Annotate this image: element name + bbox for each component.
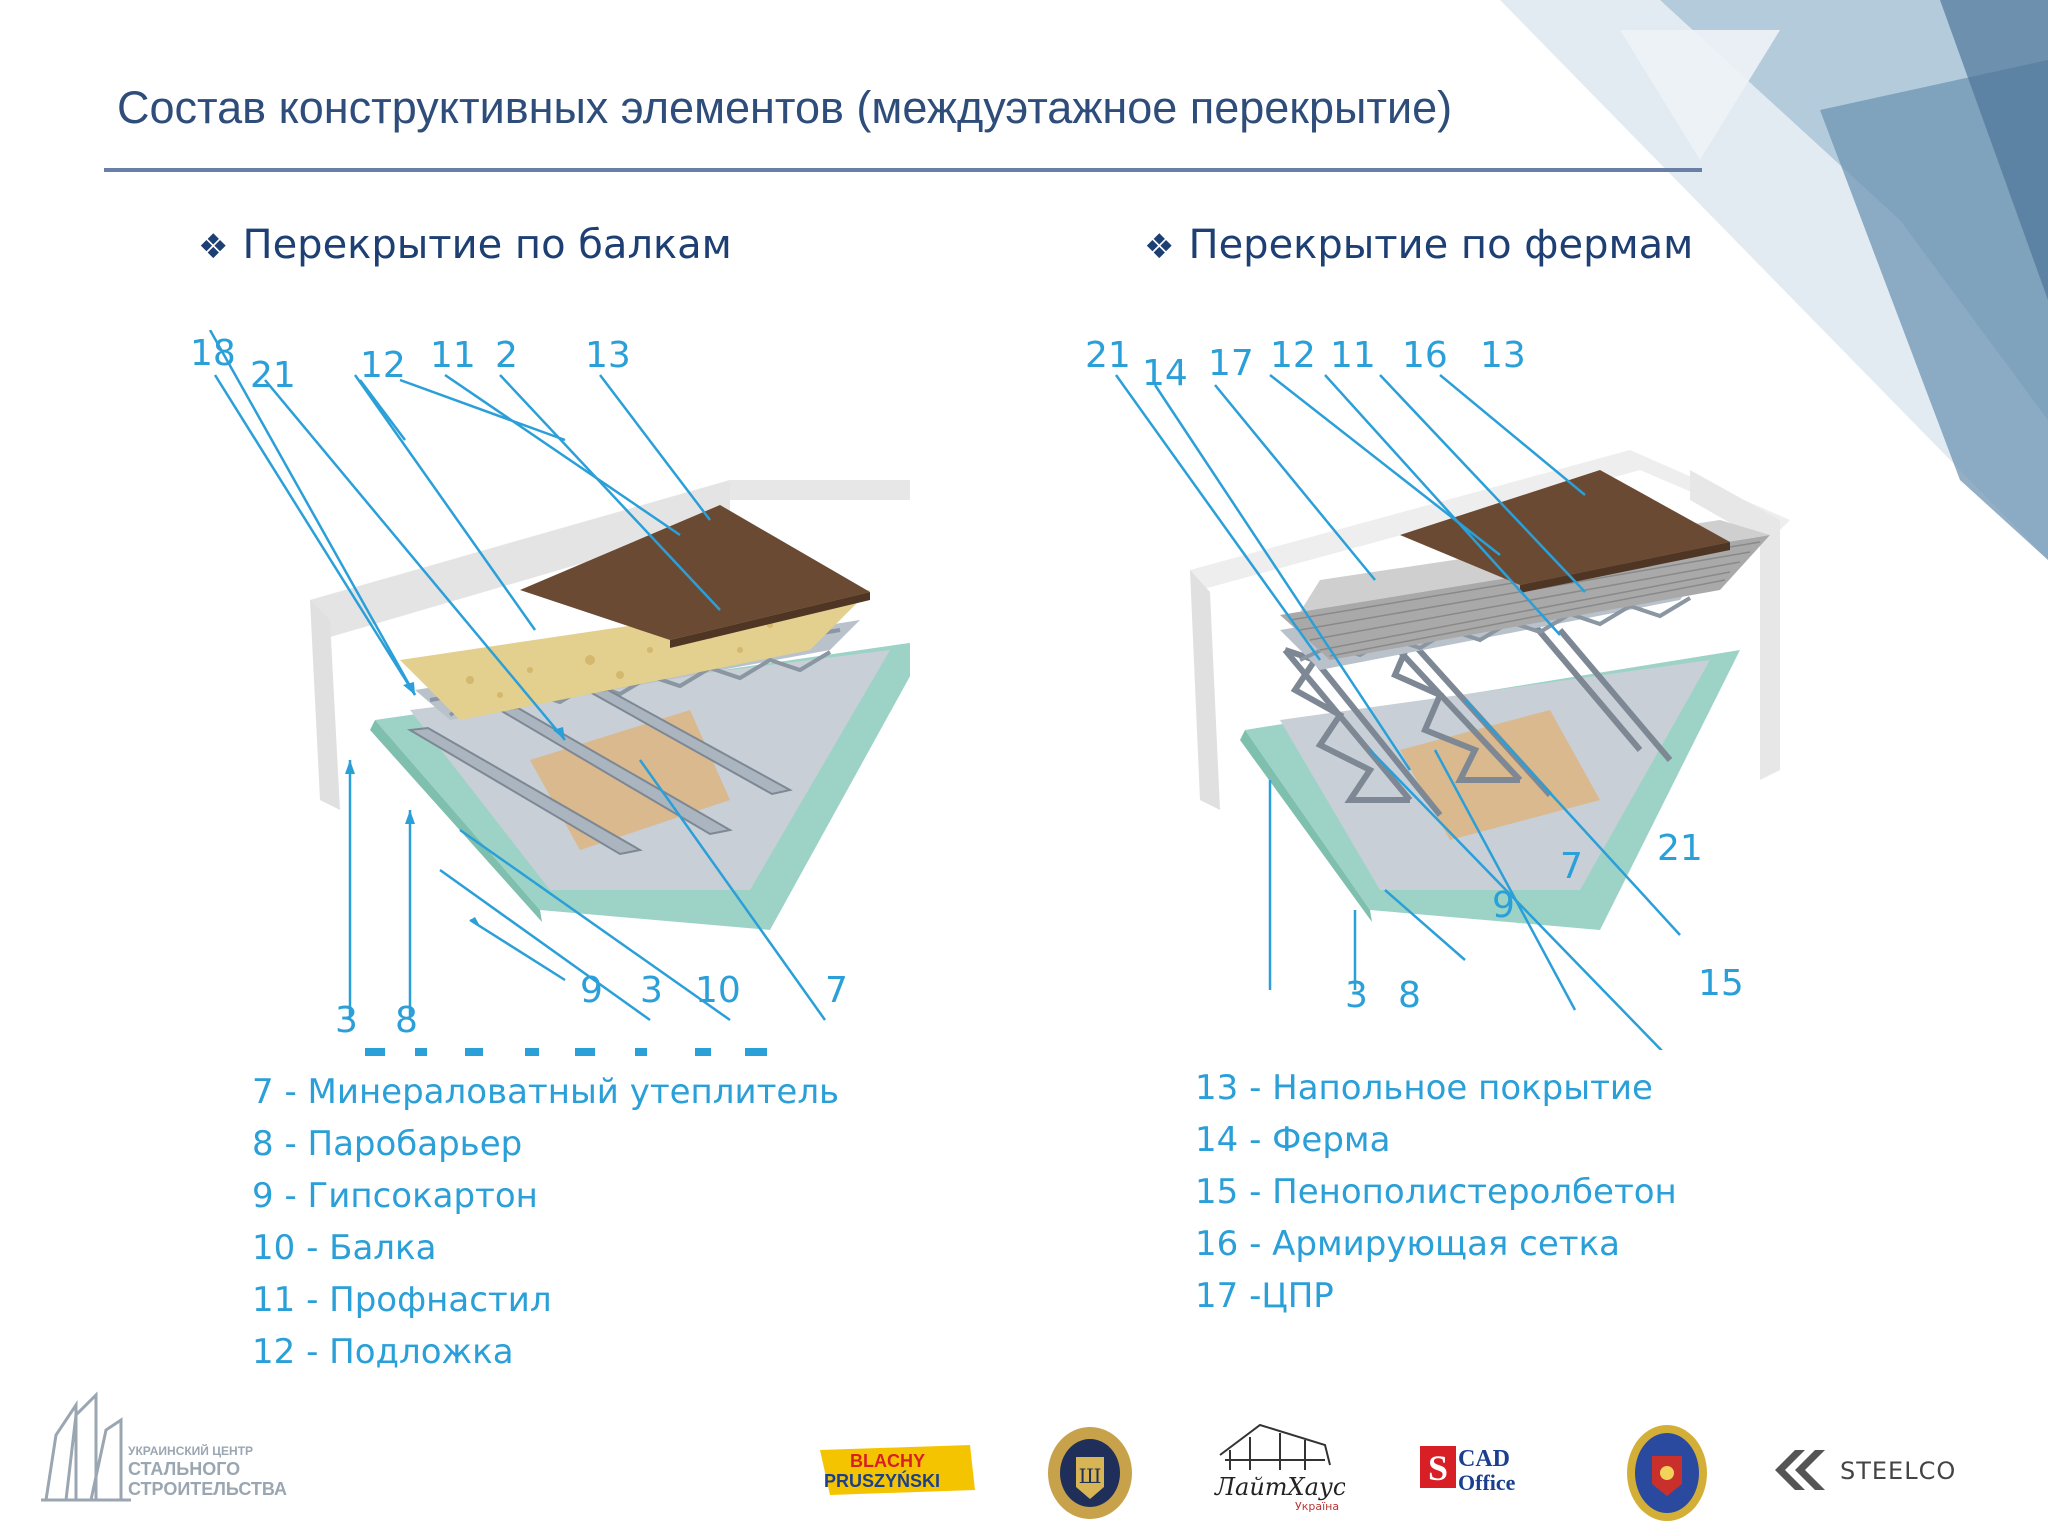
callout-label: 12 bbox=[360, 345, 406, 386]
callout-label: 12 bbox=[1270, 335, 1316, 376]
logo-text: STEELCO bbox=[1840, 1457, 1956, 1485]
callout-label: 3 bbox=[640, 970, 663, 1011]
logo-text: ЛайтХаус bbox=[1214, 1473, 1345, 1501]
slide-title: Состав конструктивных элементов (междуэт… bbox=[117, 82, 1453, 133]
callout-label: 13 bbox=[1480, 335, 1526, 376]
title-divider bbox=[104, 168, 1702, 172]
truss-floor-diagram: 21 14 17 12 11 16 13 7 21 9 15 3 8 bbox=[1085, 335, 1790, 1050]
legend-item: 7 - Минераловатный утеплитель bbox=[252, 1072, 840, 1112]
org-logo-mark bbox=[41, 1391, 131, 1502]
left-heading: ❖ Перекрытие по балкам bbox=[198, 222, 732, 268]
callout-label: 10 bbox=[695, 970, 741, 1011]
callout-label: 11 bbox=[1330, 335, 1376, 376]
org-name-line: СТРОИТЕЛЬСТВА bbox=[128, 1479, 287, 1499]
left-wall bbox=[310, 600, 340, 810]
legend-item: 11 - Профнастил bbox=[252, 1280, 552, 1320]
callout-label: 9 bbox=[1492, 885, 1515, 926]
callout-label: 17 bbox=[1208, 343, 1254, 384]
four-diamond-icon: ❖ bbox=[198, 227, 229, 267]
right-wall bbox=[730, 480, 910, 500]
org-name-line: СТАЛЬНОГО bbox=[128, 1459, 240, 1479]
right-legend: 13 - Напольное покрытие 14 - Ферма 15 - … bbox=[1195, 1062, 1677, 1322]
legend-item: 12 - Подложка bbox=[252, 1332, 514, 1372]
callout-label: 3 bbox=[335, 1000, 358, 1041]
blachy-pruszynski-logo: BLACHY PRUSZYŃSKI bbox=[820, 1445, 975, 1495]
callout-label: 8 bbox=[395, 1000, 418, 1041]
callout-label: 3 bbox=[1345, 975, 1368, 1016]
legend-item: 8 - Паробарьер bbox=[252, 1124, 523, 1164]
legend-item: 15 - Пенополистеролбетон bbox=[1195, 1172, 1677, 1212]
callout-label: 14 bbox=[1142, 353, 1188, 394]
four-diamond-icon: ❖ bbox=[1144, 227, 1175, 267]
house-icon bbox=[1219, 1423, 1331, 1470]
steelco-logo: STEELCO bbox=[1775, 1450, 1956, 1490]
steelco-mark-icon bbox=[1775, 1450, 1825, 1490]
legend-item: 14 - Ферма bbox=[1195, 1120, 1391, 1160]
logo-text: BLACHY bbox=[850, 1451, 925, 1471]
logo-text: Office bbox=[1458, 1470, 1516, 1495]
callout-label: 2 bbox=[495, 335, 518, 376]
svg-text:Ш: Ш bbox=[1079, 1464, 1102, 1488]
left-legend: 7 - Минераловатный утеплитель 8 - Пароба… bbox=[252, 1066, 839, 1378]
regional-emblem-logo bbox=[1627, 1425, 1707, 1521]
wood-floor bbox=[520, 505, 870, 640]
callout-label: 9 bbox=[580, 970, 603, 1011]
logo-text: Україна bbox=[1295, 1500, 1339, 1513]
logo-text: PRUSZYŃSKI bbox=[824, 1470, 940, 1491]
callout-label: 16 bbox=[1402, 335, 1448, 376]
cropped-text-strip bbox=[225, 1040, 865, 1056]
svg-text:S: S bbox=[1428, 1448, 1448, 1488]
left-heading-text: Перекрытие по балкам bbox=[242, 222, 732, 268]
callout-label: 21 bbox=[250, 355, 296, 396]
legend-item: 9 - Гипсокартон bbox=[252, 1176, 538, 1216]
callout-label: 8 bbox=[1398, 975, 1421, 1016]
callout-label: 7 bbox=[1560, 846, 1583, 887]
right-heading-text: Перекрытие по фермам bbox=[1188, 222, 1694, 268]
logo-text: CAD bbox=[1458, 1446, 1510, 1472]
callout-label: 21 bbox=[1085, 335, 1131, 376]
legend-item: 10 - Балка bbox=[252, 1228, 437, 1268]
org-logo: УКРАИНСКИЙ ЦЕНТР СТАЛЬНОГО СТРОИТЕЛЬСТВА bbox=[41, 1391, 287, 1502]
right-heading: ❖ Перекрытие по фермам bbox=[1144, 222, 1693, 268]
legend-item: 13 - Напольное покрытие bbox=[1195, 1068, 1653, 1108]
laithaus-logo: ЛайтХаус Україна bbox=[1214, 1423, 1345, 1513]
scad-office-logo: S CAD Office bbox=[1420, 1446, 1516, 1495]
callout-label: 7 bbox=[825, 970, 848, 1011]
beam-floor-diagram: 18 21 12 11 2 13 3 8 9 3 10 7 bbox=[190, 330, 910, 1041]
callout-label: 13 bbox=[585, 335, 631, 376]
university-crest-logo: Ш bbox=[1048, 1427, 1132, 1519]
callout-label: 21 bbox=[1657, 828, 1703, 869]
callout-label: 18 bbox=[190, 333, 236, 374]
legend-item: 17 -ЦПР bbox=[1195, 1276, 1334, 1316]
callout-label: 11 bbox=[430, 335, 476, 376]
org-name-line: УКРАИНСКИЙ ЦЕНТР bbox=[128, 1443, 253, 1458]
callout-label: 15 bbox=[1698, 963, 1744, 1004]
legend-item: 16 - Армирующая сетка bbox=[1195, 1224, 1620, 1264]
